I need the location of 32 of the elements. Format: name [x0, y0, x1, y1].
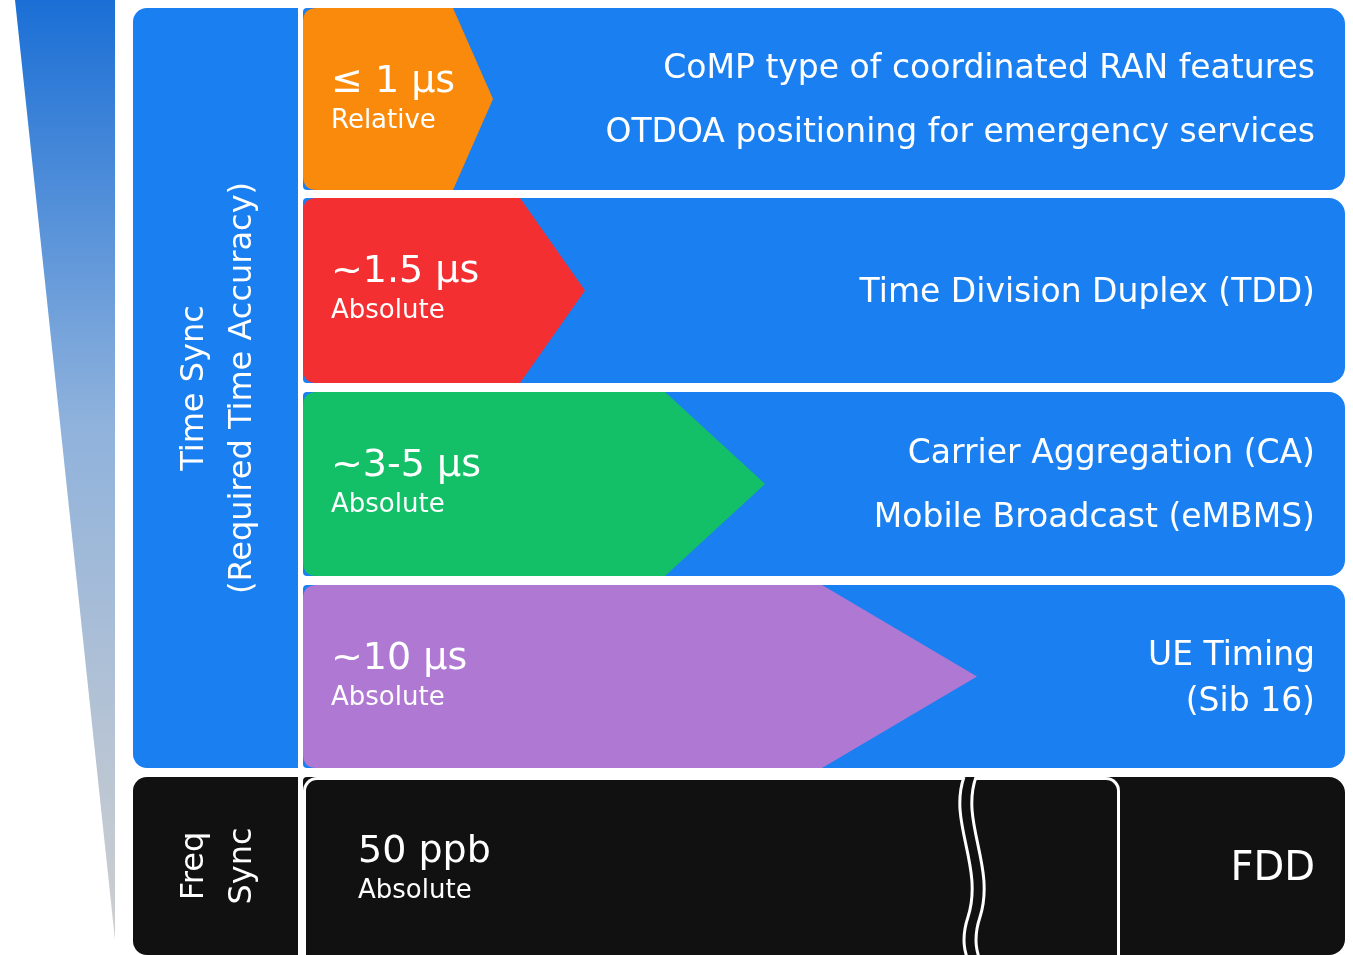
accuracy-type: Absolute	[358, 873, 472, 906]
accuracy-tag	[303, 392, 765, 576]
feature-text: Carrier Aggregation (CA)	[907, 431, 1315, 473]
accuracy-value: ~10 µs	[331, 633, 468, 679]
panel-title: Time Sync	[171, 305, 212, 471]
side-panel	[133, 777, 298, 955]
feature-band	[303, 777, 1345, 955]
feature-text: UE Timing (Sib 16)	[1147, 632, 1315, 721]
feature-band	[303, 8, 1345, 190]
accuracy-value: 50 ppb	[358, 826, 491, 872]
accuracy-tag	[303, 198, 585, 383]
panel-title: (Required Time Accuracy)	[219, 181, 260, 595]
accuracy-tag	[303, 8, 493, 190]
feature-band	[303, 198, 1345, 383]
feature-text: CoMP type of coordinated RAN features	[663, 46, 1315, 88]
accuracy-value: ~1.5 µs	[331, 246, 480, 292]
feature-text: OTDOA positioning for emergency services	[605, 110, 1315, 152]
accuracy-type: Absolute	[331, 487, 445, 520]
feature-text: Mobile Broadcast (eMBMS)	[873, 495, 1315, 537]
accuracy-type: Relative	[331, 103, 436, 136]
accuracy-panel	[303, 777, 1120, 955]
feature-band	[303, 392, 1345, 576]
accuracy-type: Absolute	[331, 680, 445, 713]
accuracy-value: ~3-5 µs	[331, 440, 481, 486]
panel-title: Freq Sync	[171, 826, 260, 907]
side-panel	[133, 8, 298, 768]
accuracy-value: ≤ 1 µs	[331, 56, 456, 102]
accuracy-type: Absolute	[331, 293, 445, 326]
accuracy-tag	[303, 585, 977, 768]
feature-band	[303, 585, 1345, 768]
feature-text: FDD	[1230, 843, 1315, 889]
feature-text: Time Division Duplex (TDD)	[859, 269, 1315, 312]
